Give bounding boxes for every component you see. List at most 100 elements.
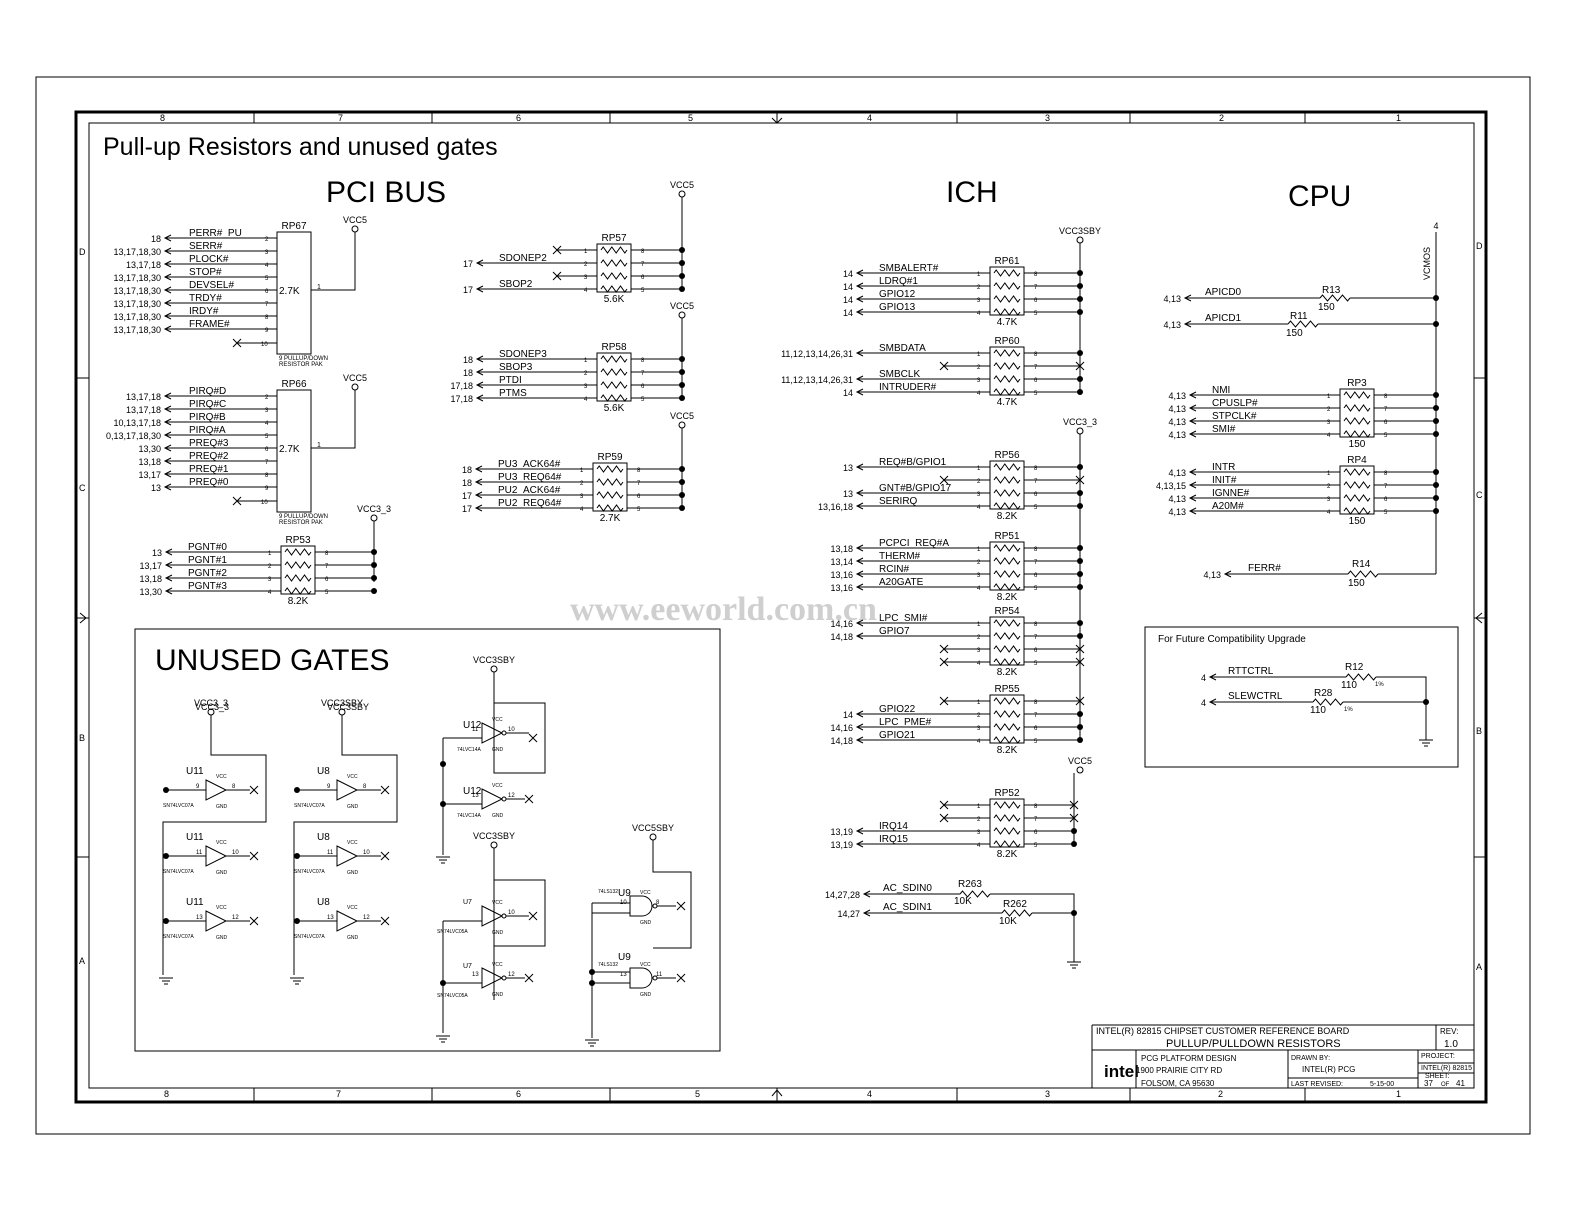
vcc-pin: VCC [492,717,503,723]
pack-pin: 4 [584,397,588,403]
resistor [1343,417,1371,425]
pack-pin: 3 [1327,420,1331,426]
pack-pin: 5 [1034,505,1038,511]
junction-dot [371,588,377,594]
pack-pin: 1 [977,352,981,358]
offpage-arrow [163,325,172,333]
offpage-arrow [164,574,173,582]
gate-pin: 12 [232,915,239,921]
buffer-body [336,845,359,867]
gate-pin: 9 [327,784,331,790]
pack-ref: RP59 [597,452,622,463]
offpage-arrow [855,349,864,357]
offpage-arrow [163,392,172,400]
offpage-arrow [474,478,483,486]
sheet-ref: 13,18 [830,544,853,554]
gate-pin: 11 [196,850,203,856]
net-label: IRDY# [189,306,219,317]
offpage-arrow [862,890,871,898]
pack-pin: 1 [977,804,981,810]
pack-pin: 2 [584,262,588,268]
net-label: INTRUDER# [879,382,937,393]
gnd-pin: GND [216,804,228,810]
pack-pin: 4 [580,507,584,513]
u12-vcc3sby-label: VCC3SBY [473,655,515,665]
pack-ref: RP55 [994,684,1019,695]
pack-pin: 8 [1034,804,1038,810]
resistor [993,349,1021,357]
resistor-ref: R28 [1314,688,1333,699]
resistor [993,658,1021,666]
tb-rev: 1.0 [1444,1039,1458,1050]
net-label: RCIN# [879,564,909,575]
pack-value: 5.6K [604,403,625,414]
offpage-arrow [163,247,172,255]
gate-input [591,902,630,1038]
offpage-arrow [1188,494,1197,502]
sheet-ref: 4,13 [1163,294,1181,304]
resistor [993,295,1021,303]
offpage-arrow [475,381,484,389]
no-connect-mark [939,361,949,371]
resistor [993,801,1021,809]
resistor [993,476,1021,484]
pack-pin: 7 [1384,484,1388,490]
sheet-ref: 4,13 [1168,417,1186,427]
no-connect-mark [249,785,259,795]
pack-pin: 3 [977,830,981,836]
resistor [1343,404,1371,412]
vcc-pin: VCC [492,900,503,906]
no-connect-mark [232,496,242,506]
pack-body [989,616,1025,666]
pack-pin: 8 [325,551,329,557]
sheet-ref: 13,17,18,30 [113,312,161,322]
pack-body [592,462,628,512]
rp56-vcc3_3-terminal [1076,427,1084,435]
nand-body [629,895,653,917]
offpage-arrow [862,909,871,917]
net-label: GNT#B/GPIO17 [879,483,952,494]
gate-pin: 13 [472,793,479,799]
buffer-body [481,722,504,744]
offpage-arrow [474,465,483,473]
gate-part: SN74LVC07A [163,934,194,940]
junction-dot [294,853,300,859]
pack-ref: RP51 [994,531,1019,542]
gate-ref: U11 [186,832,204,843]
vcc-pin: VCC [347,840,358,846]
gnd-pin: GND [640,920,652,926]
col-top-7: 7 [338,113,343,123]
sheet-ref: 13,19 [830,827,853,837]
net-label: FERR# [1248,563,1281,574]
no-connect-mark [676,901,686,911]
gate-part: 74LS132 [598,962,618,968]
net-label: LPC_SMI# [879,613,928,624]
offpage-arrow [1188,417,1197,425]
offpage-arrow [475,368,484,376]
net-label: TRDY# [189,293,222,304]
sheet-ref: 13,17 [138,470,161,480]
pack-pin: 6 [1034,378,1038,384]
tb-logo: intel [1104,1062,1139,1081]
pack-pin: 2 [268,564,272,570]
future-compat-label: For Future Compatibility Upgrade [1158,634,1306,645]
u11-vcc-label: VCC3_3 [195,702,229,712]
tb-project-label: PROJECT: [1421,1053,1455,1060]
sheet-ref: 14,27,28 [825,890,860,900]
gate-pin: 11 [472,727,479,733]
offpage-arrow [164,561,173,569]
resistor [596,478,624,486]
net-label: IRQ15 [879,834,908,845]
pack-pin: 10 [261,342,268,348]
pulldown-wire [1032,912,1075,962]
sheet-ref: 17 [462,491,472,501]
tb-board: INTEL(R) 82815 CHIPSET CUSTOMER REFERENC… [1096,1026,1350,1036]
net-label: PU2_ACK64# [498,485,561,496]
